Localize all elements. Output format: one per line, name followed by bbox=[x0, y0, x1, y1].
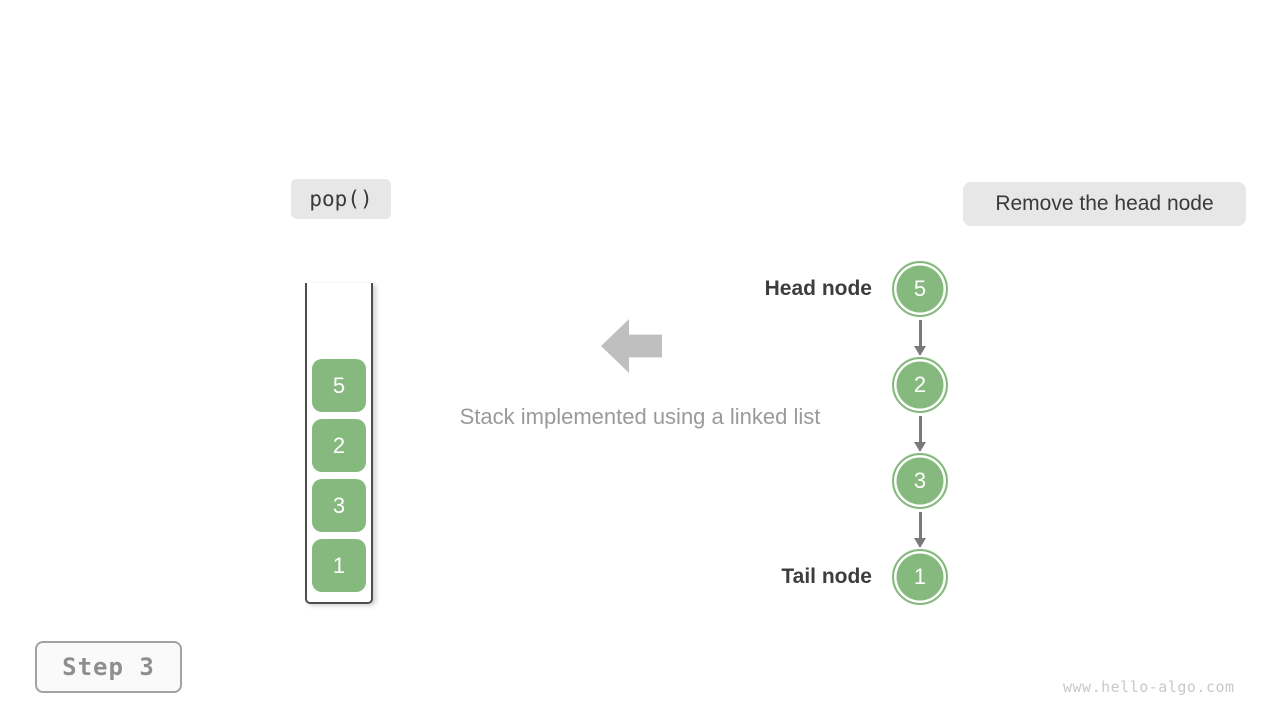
watermark-text: www.hello-algo.com bbox=[1063, 678, 1235, 696]
linked-list-node: 5 bbox=[892, 261, 948, 317]
stack-item: 3 bbox=[312, 479, 366, 532]
stack-item: 5 bbox=[312, 359, 366, 412]
node-value: 2 bbox=[913, 372, 927, 397]
tail-node-label: Tail node bbox=[781, 565, 872, 588]
node-value: 3 bbox=[913, 468, 927, 493]
linked-list-node: 1 bbox=[892, 549, 948, 605]
arrow-down-icon bbox=[913, 512, 926, 548]
stack-container: 5 2 3 1 bbox=[305, 283, 373, 604]
linked-list-node: 2 bbox=[892, 357, 948, 413]
pop-operation-badge: pop() bbox=[291, 179, 391, 219]
arrow-down-icon bbox=[913, 320, 926, 356]
node-value: 1 bbox=[913, 564, 927, 589]
stack-item: 1 bbox=[312, 539, 366, 592]
arrow-left-icon bbox=[601, 319, 662, 373]
caption-text: Stack implemented using a linked list bbox=[459, 404, 821, 429]
head-node-label: Head node bbox=[764, 277, 872, 300]
arrow-down-icon bbox=[913, 416, 926, 452]
step-indicator: Step 3 bbox=[35, 641, 182, 693]
node-value: 5 bbox=[913, 276, 927, 301]
stack-item: 2 bbox=[312, 419, 366, 472]
operation-description-label: Remove the head node bbox=[995, 192, 1214, 215]
operation-description-badge: Remove the head node bbox=[963, 182, 1246, 226]
linked-list-node: 3 bbox=[892, 453, 948, 509]
pop-operation-label: pop() bbox=[309, 187, 373, 211]
